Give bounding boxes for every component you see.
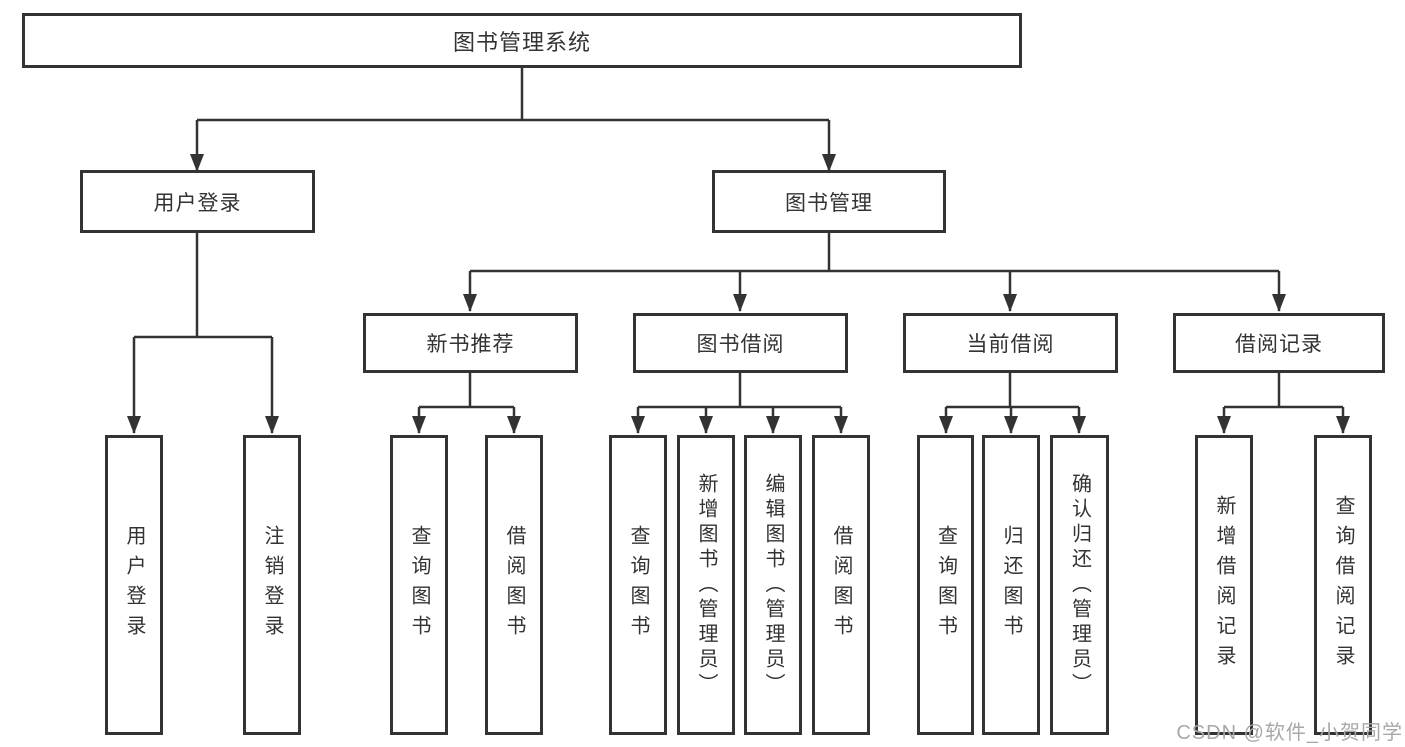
node-label: 新增借阅记录 bbox=[1213, 495, 1235, 675]
leaf-add-book-admin: 新增图书（管理员） bbox=[677, 435, 735, 735]
node-label: 确认归还（管理员） bbox=[1068, 472, 1091, 698]
leaf-borrow-books-recommend: 借阅图书 bbox=[485, 435, 543, 735]
node-label: 借阅图书 bbox=[830, 525, 852, 645]
leaf-query-books-recommend: 查询图书 bbox=[390, 435, 448, 735]
node-label: 查询图书 bbox=[934, 525, 957, 645]
node-user-login: 用户登录 bbox=[80, 170, 315, 233]
node-label: 图书管理 bbox=[785, 191, 873, 215]
node-label: 新书推荐 bbox=[426, 333, 515, 356]
node-book-management: 图书管理 bbox=[712, 170, 946, 233]
leaf-add-borrow-record: 新增借阅记录 bbox=[1195, 435, 1253, 735]
leaf-query-borrow-record: 查询借阅记录 bbox=[1314, 435, 1372, 735]
node-new-book-recommend: 新书推荐 bbox=[363, 313, 578, 373]
node-borrow-records: 借阅记录 bbox=[1173, 313, 1385, 373]
node-label: 注销登录 bbox=[261, 525, 283, 645]
node-label: 用户登录 bbox=[153, 191, 242, 215]
node-book-borrow: 图书借阅 bbox=[633, 313, 848, 373]
node-label: 查询借阅记录 bbox=[1332, 495, 1354, 675]
node-label: 查询图书 bbox=[408, 525, 430, 645]
leaf-return-book: 归还图书 bbox=[982, 435, 1040, 735]
leaf-borrow-books-borrow: 借阅图书 bbox=[812, 435, 870, 735]
leaf-user-login: 用户登录 bbox=[105, 435, 163, 735]
leaf-query-books-borrow: 查询图书 bbox=[609, 435, 667, 735]
csdn-watermark: CSDN @软件_小贺同学 bbox=[1176, 722, 1403, 744]
node-label: 图书管理系统 bbox=[452, 29, 591, 55]
node-label: 借阅记录 bbox=[1235, 333, 1323, 356]
leaf-query-books-current: 查询图书 bbox=[917, 435, 974, 735]
node-label: 归还图书 bbox=[1000, 525, 1022, 645]
leaf-confirm-return-admin: 确认归还（管理员） bbox=[1050, 435, 1109, 735]
node-label: 当前借阅 bbox=[966, 333, 1055, 356]
node-label: 借阅图书 bbox=[503, 525, 525, 645]
node-label: 新增图书（管理员） bbox=[695, 472, 717, 698]
leaf-edit-book-admin: 编辑图书（管理员） bbox=[744, 435, 802, 735]
node-current-borrow: 当前借阅 bbox=[903, 313, 1118, 373]
node-label: 图书借阅 bbox=[696, 333, 785, 356]
leaf-logout: 注销登录 bbox=[243, 435, 301, 735]
node-library-management-system: 图书管理系统 bbox=[22, 13, 1022, 68]
node-label: 查询图书 bbox=[627, 525, 649, 645]
node-label: 用户登录 bbox=[123, 525, 145, 645]
node-label: 编辑图书（管理员） bbox=[762, 472, 784, 698]
